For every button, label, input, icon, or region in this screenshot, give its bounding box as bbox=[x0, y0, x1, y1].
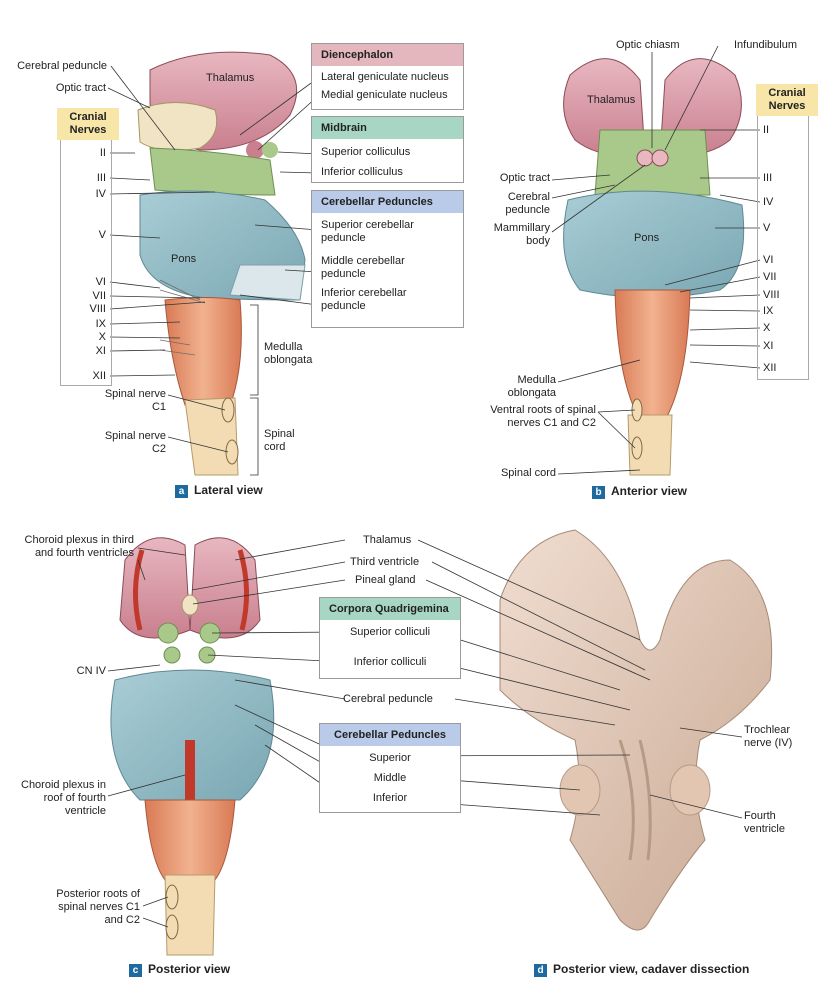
nerve-label-b: XII bbox=[763, 362, 777, 374]
cerebellar-peduncle-item: Middle cerebellar peduncle bbox=[321, 255, 405, 280]
anterior-brainstem bbox=[563, 58, 745, 476]
midbrain-box: Midbrain Superior colliculus Inferior co… bbox=[311, 116, 464, 183]
nerve-label-b: III bbox=[763, 172, 773, 184]
caption-b: b Anterior view bbox=[592, 484, 687, 499]
label-b-optic-tract: Optic tract bbox=[499, 172, 550, 184]
label-a-spinal-c1: Spinal nerve C1 bbox=[104, 388, 166, 413]
label-a-medulla: Medulla oblongata bbox=[264, 341, 313, 366]
label-center-pineal-gland: Pineal gland bbox=[355, 574, 416, 586]
label-d-fourth-ventricle: Fourth ventricle bbox=[744, 810, 785, 835]
nerve-label-a: XII bbox=[92, 370, 106, 382]
nerve-label-a: XI bbox=[95, 345, 106, 357]
cerebellar-peduncles-title-c: Cerebellar Peduncles bbox=[320, 724, 460, 746]
caption-b-letter: b bbox=[592, 486, 605, 499]
caption-d-letter: d bbox=[534, 964, 547, 977]
label-b-spinal-cord: Spinal cord bbox=[500, 467, 556, 479]
nerve-label-a: VI bbox=[95, 276, 106, 288]
label-b-medulla: Medulla oblongata bbox=[507, 374, 556, 399]
label-b-mammillary-body: Mammillary body bbox=[493, 222, 550, 247]
nerve-label-b: VIII bbox=[763, 289, 780, 301]
posterior-brainstem bbox=[110, 537, 275, 956]
nerve-label-b: II bbox=[763, 124, 770, 136]
nerve-label-a: II bbox=[99, 147, 106, 159]
nerve-label-b: IX bbox=[763, 305, 774, 317]
label-center-cerebral-peduncle: Cerebral peduncle bbox=[343, 693, 433, 705]
nerve-label-a: III bbox=[96, 172, 106, 184]
caption-d: d Posterior view, cadaver dissection bbox=[534, 962, 749, 977]
label-b-pons: Pons bbox=[634, 232, 660, 244]
cerebellar-peduncle-item-c: Inferior bbox=[372, 792, 408, 804]
caption-a-text: Lateral view bbox=[194, 483, 263, 497]
diencephalon-box: Diencephalon Lateral geniculate nucleus … bbox=[311, 43, 464, 110]
midbrain-item: Superior colliculus bbox=[321, 146, 411, 158]
label-a-spinal-c2: Spinal nerve C2 bbox=[104, 430, 166, 455]
label-c-choroid-third-fourth: Choroid plexus in third and fourth ventr… bbox=[24, 534, 134, 559]
label-b-optic-chiasm: Optic chiasm bbox=[616, 39, 680, 51]
label-a-thalamus: Thalamus bbox=[206, 72, 255, 84]
nerve-label-a: IX bbox=[95, 318, 106, 330]
label-b-ventral-roots: Ventral roots of spinal nerves C1 and C2 bbox=[490, 404, 596, 429]
label-d-trochlear: Trochlear nerve (IV) bbox=[744, 724, 793, 749]
cerebellar-peduncle-item-c: Superior bbox=[369, 752, 411, 764]
diencephalon-item: Medial geniculate nucleus bbox=[321, 89, 448, 101]
diencephalon-item: Lateral geniculate nucleus bbox=[321, 71, 449, 83]
label-c-cn-iv: CN IV bbox=[76, 665, 106, 677]
nerve-label-b: IV bbox=[763, 196, 774, 208]
cerebellar-peduncles-box-a: Cerebellar Peduncles Superior cerebellar… bbox=[311, 190, 464, 328]
corpora-quadrigemina-box: Corpora Quadrigemina Superior colliculi … bbox=[319, 597, 461, 679]
label-b-infundibulum: Infundibulum bbox=[734, 39, 797, 51]
cranial-nerves-title-b: Cranial Nerves bbox=[756, 84, 818, 116]
caption-a: a Lateral view bbox=[175, 483, 263, 498]
cerebellar-peduncles-box-c: Cerebellar Peduncles Superior Middle Inf… bbox=[319, 723, 461, 813]
label-center-third-ventricle: Third ventricle bbox=[350, 556, 420, 568]
caption-a-letter: a bbox=[175, 485, 188, 498]
label-c-choroid-roof: Choroid plexus in roof of fourth ventric… bbox=[21, 779, 106, 817]
leader-lines bbox=[107, 45, 761, 928]
caption-c-letter: c bbox=[129, 964, 142, 977]
corpora-quadrigemina-title: Corpora Quadrigemina bbox=[320, 598, 460, 620]
nerve-label-b: VI bbox=[763, 254, 774, 266]
lateral-brainstem bbox=[137, 51, 306, 476]
corpora-quadrigemina-item: Superior colliculi bbox=[349, 626, 431, 638]
label-a-optic-tract: Optic tract bbox=[55, 82, 106, 94]
label-center-thalamus: Thalamus bbox=[363, 534, 412, 546]
cerebellar-peduncle-item: Superior cerebellar peduncle bbox=[321, 219, 414, 244]
label-a-cerebral-peduncle: Cerebral peduncle bbox=[17, 60, 107, 72]
cerebellar-peduncles-title-a: Cerebellar Peduncles bbox=[312, 191, 463, 213]
cerebellar-peduncle-item-c: Middle bbox=[373, 772, 407, 784]
cranial-nerves-title-a: Cranial Nerves bbox=[57, 108, 119, 140]
caption-b-text: Anterior view bbox=[611, 484, 688, 498]
nerve-label-b: VII bbox=[763, 271, 777, 283]
nerve-label-a: V bbox=[98, 229, 106, 241]
label-c-posterior-roots: Posterior roots of spinal nerves C1 and … bbox=[56, 888, 140, 926]
nerve-label-a: VIII bbox=[89, 303, 106, 315]
nerve-label-a: IV bbox=[95, 188, 106, 200]
nerve-label-b: X bbox=[763, 322, 771, 334]
nerve-label-a: X bbox=[98, 331, 106, 343]
label-b-cerebral-peduncle: Cerebral peduncle bbox=[505, 191, 550, 216]
nerve-label-a: VII bbox=[92, 290, 106, 302]
nerve-label-b: XI bbox=[763, 340, 774, 352]
midbrain-item: Inferior colliculus bbox=[321, 166, 403, 178]
cerebellar-peduncle-item: Inferior cerebellar peduncle bbox=[321, 287, 407, 312]
diencephalon-title: Diencephalon bbox=[312, 44, 463, 66]
caption-d-text: Posterior view, cadaver dissection bbox=[553, 962, 750, 976]
corpora-quadrigemina-item: Inferior colliculi bbox=[353, 656, 427, 668]
cranial-nerves-frame-a bbox=[60, 140, 112, 386]
midbrain-title: Midbrain bbox=[312, 117, 463, 139]
label-a-pons: Pons bbox=[171, 253, 197, 265]
label-b-thalamus: Thalamus bbox=[587, 94, 636, 106]
caption-c-text: Posterior view bbox=[148, 962, 231, 976]
nerve-label-b: V bbox=[763, 222, 771, 234]
cranial-nerves-frame-b bbox=[757, 116, 809, 380]
caption-c: c Posterior view bbox=[129, 962, 230, 977]
label-a-spinal-cord: Spinal cord bbox=[264, 428, 295, 453]
cadaver-dissection-photo bbox=[499, 529, 773, 931]
